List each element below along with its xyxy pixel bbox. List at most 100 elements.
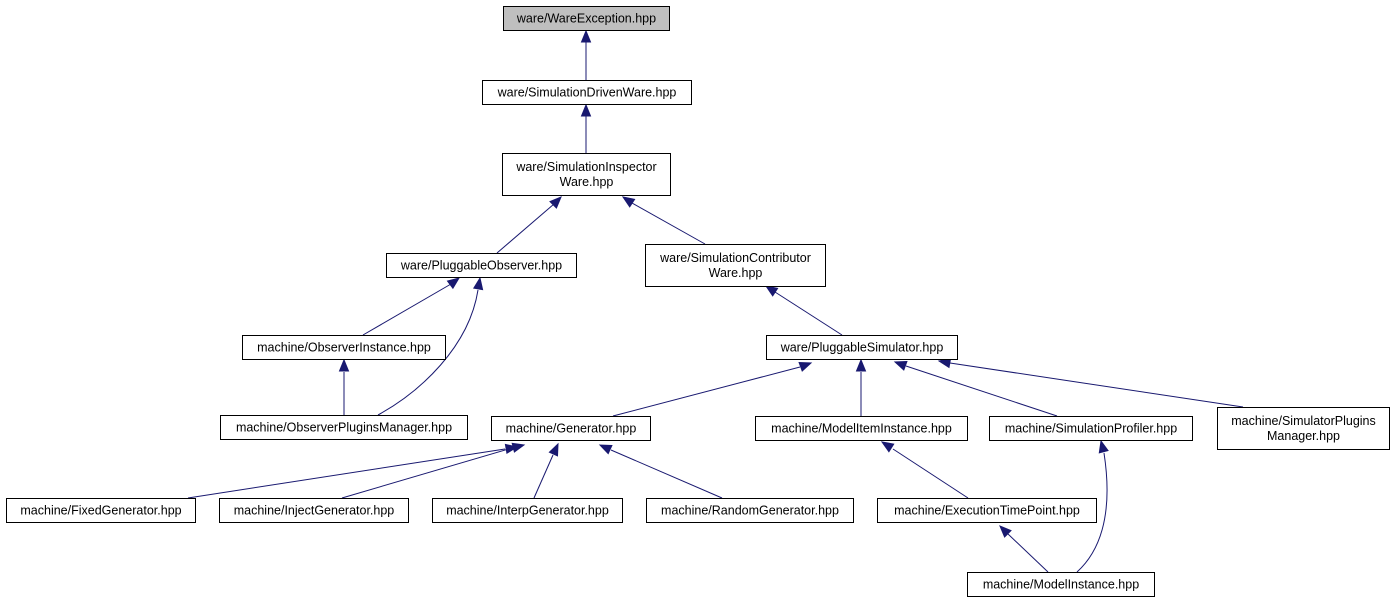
node-box	[646, 498, 854, 523]
file-node-n1[interactable]: ware/SimulationDrivenWare.hpp	[482, 80, 692, 105]
file-node-n0: ware/WareException.hpp	[503, 6, 670, 31]
node-box	[766, 335, 958, 360]
arrowhead	[621, 196, 636, 208]
node-label: machine/SimulatorPlugins	[1231, 414, 1376, 428]
node-box	[386, 253, 577, 278]
file-node-n7[interactable]: machine/ObserverPluginsManager.hpp	[220, 415, 468, 440]
arrowhead	[548, 442, 559, 457]
node-box	[877, 498, 1097, 523]
edge-n2-to-n1	[580, 103, 592, 153]
file-node-n12[interactable]: machine/FixedGenerator.hpp	[6, 498, 196, 523]
node-label: machine/FixedGenerator.hpp	[20, 504, 181, 518]
arrowhead	[446, 277, 461, 290]
arrowhead	[880, 441, 895, 453]
node-label: ware/SimulationDrivenWare.hpp	[497, 86, 677, 100]
node-box	[219, 498, 409, 523]
edge-n10-to-n6	[893, 360, 1058, 417]
edge-n14-to-n8	[533, 442, 559, 499]
node-box	[220, 415, 468, 440]
edge-line	[949, 362, 1244, 408]
node-box	[503, 6, 670, 31]
edge-line	[905, 365, 1058, 417]
node-box	[755, 416, 968, 441]
file-node-n8[interactable]: machine/Generator.hpp	[491, 416, 651, 441]
edge-n4-to-n2	[621, 196, 706, 245]
edge-n17-to-n16	[999, 525, 1049, 573]
file-node-n3[interactable]: ware/PluggableObserver.hpp	[386, 253, 577, 278]
file-node-n14[interactable]: machine/InterpGenerator.hpp	[432, 498, 623, 523]
arrowhead	[549, 196, 562, 209]
file-node-n15[interactable]: machine/RandomGenerator.hpp	[646, 498, 854, 523]
node-label: Manager.hpp	[1267, 429, 1340, 443]
node-box	[491, 416, 651, 441]
node-label: machine/ExecutionTimePoint.hpp	[894, 504, 1080, 518]
edge-n16-to-n9	[880, 441, 969, 499]
edge-line	[612, 366, 801, 417]
arrowhead	[580, 29, 592, 43]
edge-line	[341, 447, 513, 499]
arrowhead	[764, 285, 779, 297]
node-label: machine/ObserverInstance.hpp	[257, 341, 431, 355]
edge-line	[362, 283, 452, 336]
edge-n7-to-n3	[377, 276, 484, 416]
edge-line	[1076, 452, 1108, 573]
edge-line	[533, 454, 554, 499]
node-label: ware/PluggableObserver.hpp	[400, 259, 562, 273]
node-label: machine/Generator.hpp	[506, 422, 637, 436]
file-node-n10[interactable]: machine/SimulationProfiler.hpp	[989, 416, 1193, 441]
edge-line	[187, 448, 506, 499]
node-label: machine/RandomGenerator.hpp	[661, 504, 839, 518]
arrowhead	[999, 525, 1012, 538]
edge-n3-to-n2	[496, 196, 562, 254]
node-label: machine/SimulationProfiler.hpp	[1005, 422, 1177, 436]
edge-line	[631, 202, 706, 245]
node-label: machine/ModelItemInstance.hpp	[771, 422, 952, 436]
file-node-n17[interactable]: machine/ModelInstance.hpp	[967, 572, 1155, 597]
edge-line	[496, 203, 555, 254]
node-label: machine/InjectGenerator.hpp	[234, 504, 395, 518]
edge-line	[377, 289, 479, 416]
arrowhead	[893, 360, 908, 371]
node-box	[989, 416, 1193, 441]
edge-n12-to-n8	[187, 443, 519, 499]
arrowhead	[472, 276, 484, 291]
node-label: machine/InterpGenerator.hpp	[446, 504, 609, 518]
edge-n7-to-n5	[338, 358, 350, 415]
arrowhead	[855, 358, 867, 372]
file-node-n6[interactable]: ware/PluggableSimulator.hpp	[766, 335, 958, 360]
nodes-layer: ware/WareException.hpp ware/SimulationDri…	[6, 6, 1390, 597]
node-label: ware/SimulationInspector	[515, 160, 656, 174]
edge-n15-to-n8	[598, 444, 723, 499]
edge-n8-to-n6	[612, 361, 813, 417]
edge-line	[774, 291, 843, 336]
file-node-n5[interactable]: machine/ObserverInstance.hpp	[242, 335, 446, 360]
arrowhead	[338, 358, 350, 372]
edge-line	[1007, 533, 1049, 573]
file-node-n13[interactable]: machine/InjectGenerator.hpp	[219, 498, 409, 523]
node-label: ware/WareException.hpp	[516, 12, 656, 26]
edge-n13-to-n8	[341, 442, 526, 499]
edge-line	[610, 449, 723, 499]
node-label: machine/ModelInstance.hpp	[983, 578, 1139, 592]
node-box	[242, 335, 446, 360]
arrowhead	[580, 103, 592, 117]
edge-n5-to-n3	[362, 277, 461, 336]
node-box	[645, 244, 826, 287]
node-label: machine/ObserverPluginsManager.hpp	[236, 421, 452, 435]
node-box	[1217, 407, 1390, 450]
edge-n17-to-n10	[1076, 439, 1109, 573]
file-node-n16[interactable]: machine/ExecutionTimePoint.hpp	[877, 498, 1097, 523]
edge-line	[892, 448, 969, 499]
edge-n9-to-n6	[855, 358, 867, 416]
node-box	[482, 80, 692, 105]
file-node-n9[interactable]: machine/ModelItemInstance.hpp	[755, 416, 968, 441]
edge-n1-to-n0	[580, 29, 592, 80]
arrowhead	[1098, 439, 1109, 454]
node-box	[432, 498, 623, 523]
edges-layer	[187, 29, 1244, 573]
node-label: Ware.hpp	[709, 266, 763, 280]
